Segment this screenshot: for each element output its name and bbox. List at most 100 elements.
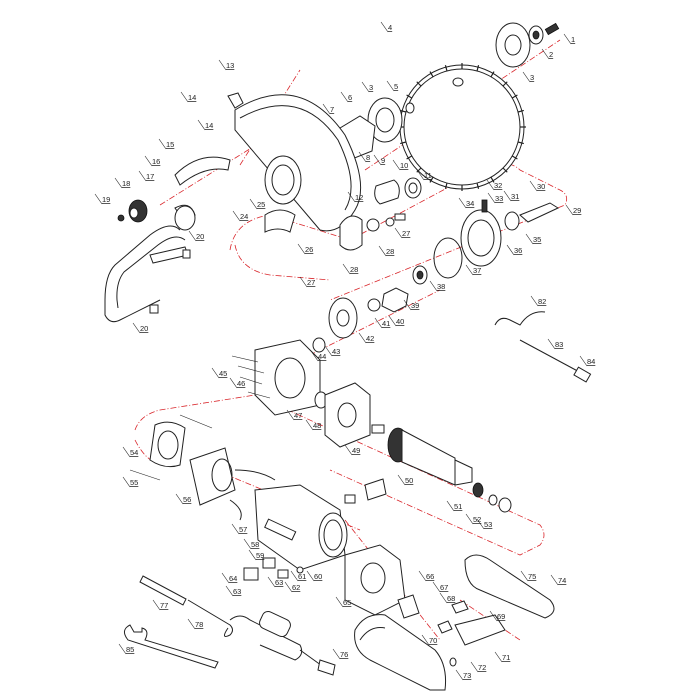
front-handle (104, 205, 196, 323)
part-label: 3 (369, 83, 373, 92)
leader-line (388, 315, 397, 327)
part-label: 28 (386, 247, 394, 256)
blade-segment (406, 94, 413, 99)
part-label: 45 (219, 369, 227, 378)
leader-line (465, 513, 474, 525)
part-label: 14 (205, 121, 213, 130)
leader-line (187, 618, 196, 630)
leader-line (344, 444, 353, 456)
part-label: 58 (251, 540, 259, 549)
part-label: 76 (340, 650, 348, 659)
part-label: 20 (196, 232, 204, 241)
leader-line (284, 581, 293, 593)
blade-segment (406, 155, 413, 160)
blade-segment (429, 176, 434, 183)
leader-line (218, 59, 227, 71)
part-label: 59 (256, 551, 264, 560)
blade-segment (517, 141, 524, 145)
blade-segment (429, 71, 434, 78)
part-label: 65 (343, 598, 351, 607)
leader-line (403, 299, 412, 311)
part-label: 63 (275, 578, 283, 587)
part-label: 31 (511, 192, 519, 201)
part-label: 36 (514, 246, 522, 255)
part-label: 74 (558, 576, 566, 585)
part-label: 44 (318, 352, 326, 361)
leader-line (522, 71, 531, 83)
leader-line (416, 169, 425, 181)
leader-line (565, 204, 574, 216)
leader-line (386, 80, 395, 92)
part-label: 11 (424, 171, 432, 180)
part-label: 24 (240, 212, 248, 221)
blade-segment (444, 65, 448, 72)
leader-line (122, 446, 131, 458)
leader-lines (94, 21, 588, 681)
leader-line (225, 585, 234, 597)
part-label: 39 (411, 301, 419, 310)
outer-flange (495, 22, 560, 68)
part-label: 62 (292, 583, 300, 592)
part-label: 20 (140, 324, 148, 333)
leader-line (286, 409, 295, 421)
leader-line (229, 377, 238, 389)
part-label: 29 (573, 206, 581, 215)
part-label: 3 (530, 73, 534, 82)
part-label: 5 (394, 82, 398, 91)
part-label: 15 (166, 140, 174, 149)
part-label: 30 (537, 182, 545, 191)
part-label: 85 (126, 645, 134, 654)
part-label: 52 (473, 515, 481, 524)
part-label: 75 (528, 572, 536, 581)
leader-line (465, 264, 474, 276)
leader-line (248, 549, 257, 561)
part-label: 72 (478, 663, 486, 672)
part-label: 68 (447, 594, 455, 603)
part-label: 28 (350, 265, 358, 274)
part-label: 53 (484, 520, 492, 529)
part-label: 9 (381, 156, 385, 165)
blade-segment (490, 71, 495, 78)
leader-line (180, 91, 189, 103)
part-label: 56 (183, 495, 191, 504)
part-label: 12 (355, 193, 363, 202)
part-label: 55 (130, 478, 138, 487)
part-label: 82 (538, 297, 546, 306)
leader-line (158, 138, 167, 150)
blade-segment (502, 167, 508, 173)
leader-line (374, 317, 383, 329)
part-label: 35 (533, 235, 541, 244)
part-label: 78 (195, 620, 203, 629)
part-labels: 1 2 3 4 3 5 6 7 8 9 10 11 12 13 14 14 15… (102, 23, 595, 680)
leader-line (122, 476, 131, 488)
part-label: 25 (257, 200, 265, 209)
part-label: 38 (437, 282, 445, 291)
leader-line (306, 570, 315, 582)
part-label: 57 (239, 525, 247, 534)
leader-line (476, 518, 485, 530)
guard-knob-parts (117, 156, 231, 224)
part-label: 1 (571, 35, 575, 44)
leader-line (470, 661, 479, 673)
leader-line (373, 154, 382, 166)
leader-line (418, 570, 427, 582)
leader-line (188, 230, 197, 242)
leader-line (503, 190, 512, 202)
diamond-blade (398, 63, 526, 191)
blade-segment (502, 81, 508, 87)
switch-parts (243, 557, 304, 581)
leader-line (380, 21, 389, 33)
leader-line (211, 367, 220, 379)
leader-line (529, 180, 538, 192)
part-label: 32 (494, 181, 502, 190)
leader-line (310, 350, 319, 362)
leader-line (378, 245, 387, 257)
part-label: 6 (348, 93, 352, 102)
part-label: 54 (130, 448, 138, 457)
leader-line (394, 227, 403, 239)
part-label: 18 (122, 179, 130, 188)
blade-segment (517, 109, 524, 113)
part-label: 8 (366, 153, 370, 162)
leader-line (421, 634, 430, 646)
